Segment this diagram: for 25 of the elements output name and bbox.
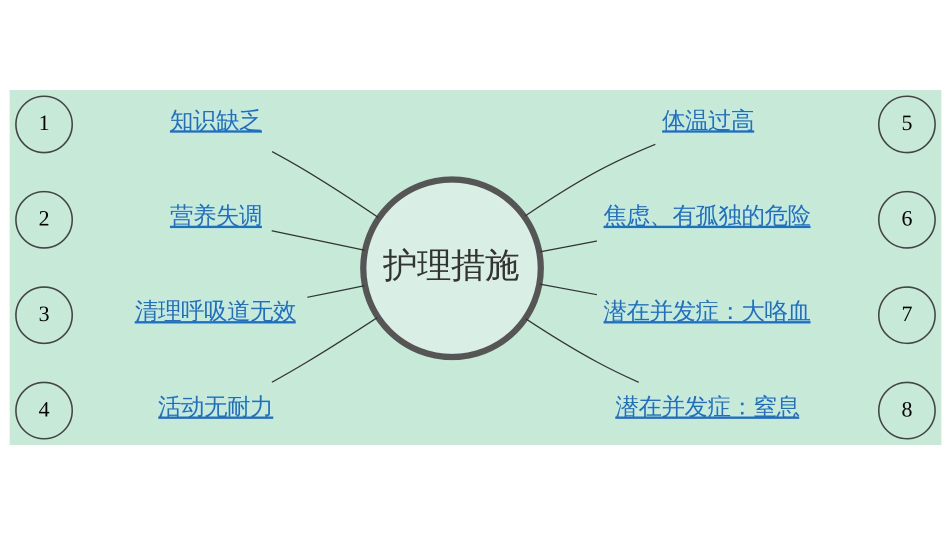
connector: [539, 284, 596, 296]
connector: [524, 144, 656, 217]
node-circle: 7: [878, 286, 936, 344]
connector: [525, 318, 639, 383]
connector: [306, 285, 364, 298]
node-text: 焦虑、有孤独的危险: [603, 202, 810, 230]
node-circle: 6: [878, 190, 936, 249]
node-text: 潜在并发症：窒息: [614, 392, 799, 421]
node-circle: 3: [14, 286, 72, 344]
node-text: 活动无耐力: [158, 392, 273, 421]
node-text: 营养失调: [169, 202, 262, 230]
node-circle: 4: [14, 382, 72, 440]
node-circle: 护理措施: [360, 176, 544, 360]
connector: [539, 240, 597, 252]
node-circle: 5: [878, 95, 936, 154]
node-text: 体温过高: [662, 106, 754, 134]
node-text: 潜在并发症：大咯血: [603, 297, 810, 326]
connector: [271, 317, 378, 383]
connector: [271, 151, 378, 218]
node-text: 清理呼吸道无效: [134, 297, 296, 326]
node-circle: 2: [14, 190, 72, 249]
node-circle: 8: [878, 382, 936, 440]
connector: [271, 230, 364, 251]
node-text: 知识缺乏: [169, 106, 262, 134]
node-circle: 1: [14, 95, 72, 154]
